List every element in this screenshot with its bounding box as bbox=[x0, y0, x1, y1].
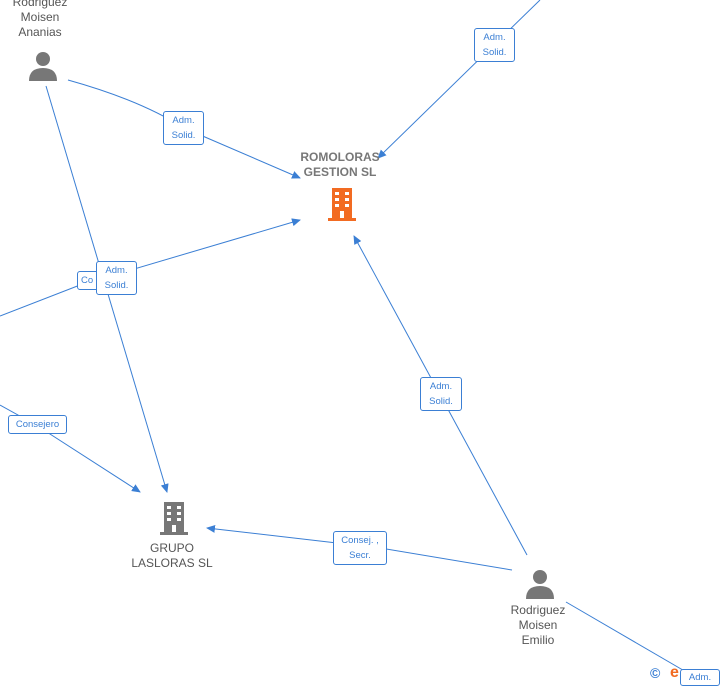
edge-label-emilio-romoloras[interactable]: Adm. Solid. bbox=[420, 377, 462, 411]
building-icon[interactable] bbox=[158, 500, 190, 536]
person-icon[interactable] bbox=[28, 50, 58, 82]
copyright-symbol: © bbox=[650, 665, 661, 681]
edge-label-ananias-romoloras[interactable]: Adm. Solid. bbox=[163, 111, 204, 145]
person-icon[interactable] bbox=[525, 568, 555, 600]
edge-left-to-romoloras bbox=[0, 218, 301, 317]
edge-top-right-to-romoloras bbox=[377, 0, 541, 159]
company-label-romoloras[interactable]: ROMOLORAS GESTION SL bbox=[300, 150, 380, 179]
edge-label-consejero[interactable]: Consejero bbox=[8, 415, 67, 434]
edge-label-bottom-right[interactable]: Adm. bbox=[680, 669, 720, 686]
brand-logo-icon: e bbox=[670, 664, 679, 681]
edge-label-top-right[interactable]: Adm. Solid. bbox=[474, 28, 515, 62]
building-icon[interactable] bbox=[326, 186, 358, 222]
person-label-emilio[interactable]: Rodriguez Moisen Emilio bbox=[510, 603, 566, 647]
edge-label-emilio-grupo[interactable]: Consej. , Secr. bbox=[333, 531, 387, 565]
person-label-ananias[interactable]: Rodriguez Moisen Ananias bbox=[12, 0, 68, 39]
edge-emilio-to-bottom-right bbox=[565, 601, 701, 681]
edge-label-ananias-grupo[interactable]: Adm. Solid. bbox=[96, 261, 137, 295]
company-label-grupo[interactable]: GRUPO LASLORAS SL bbox=[131, 541, 213, 570]
